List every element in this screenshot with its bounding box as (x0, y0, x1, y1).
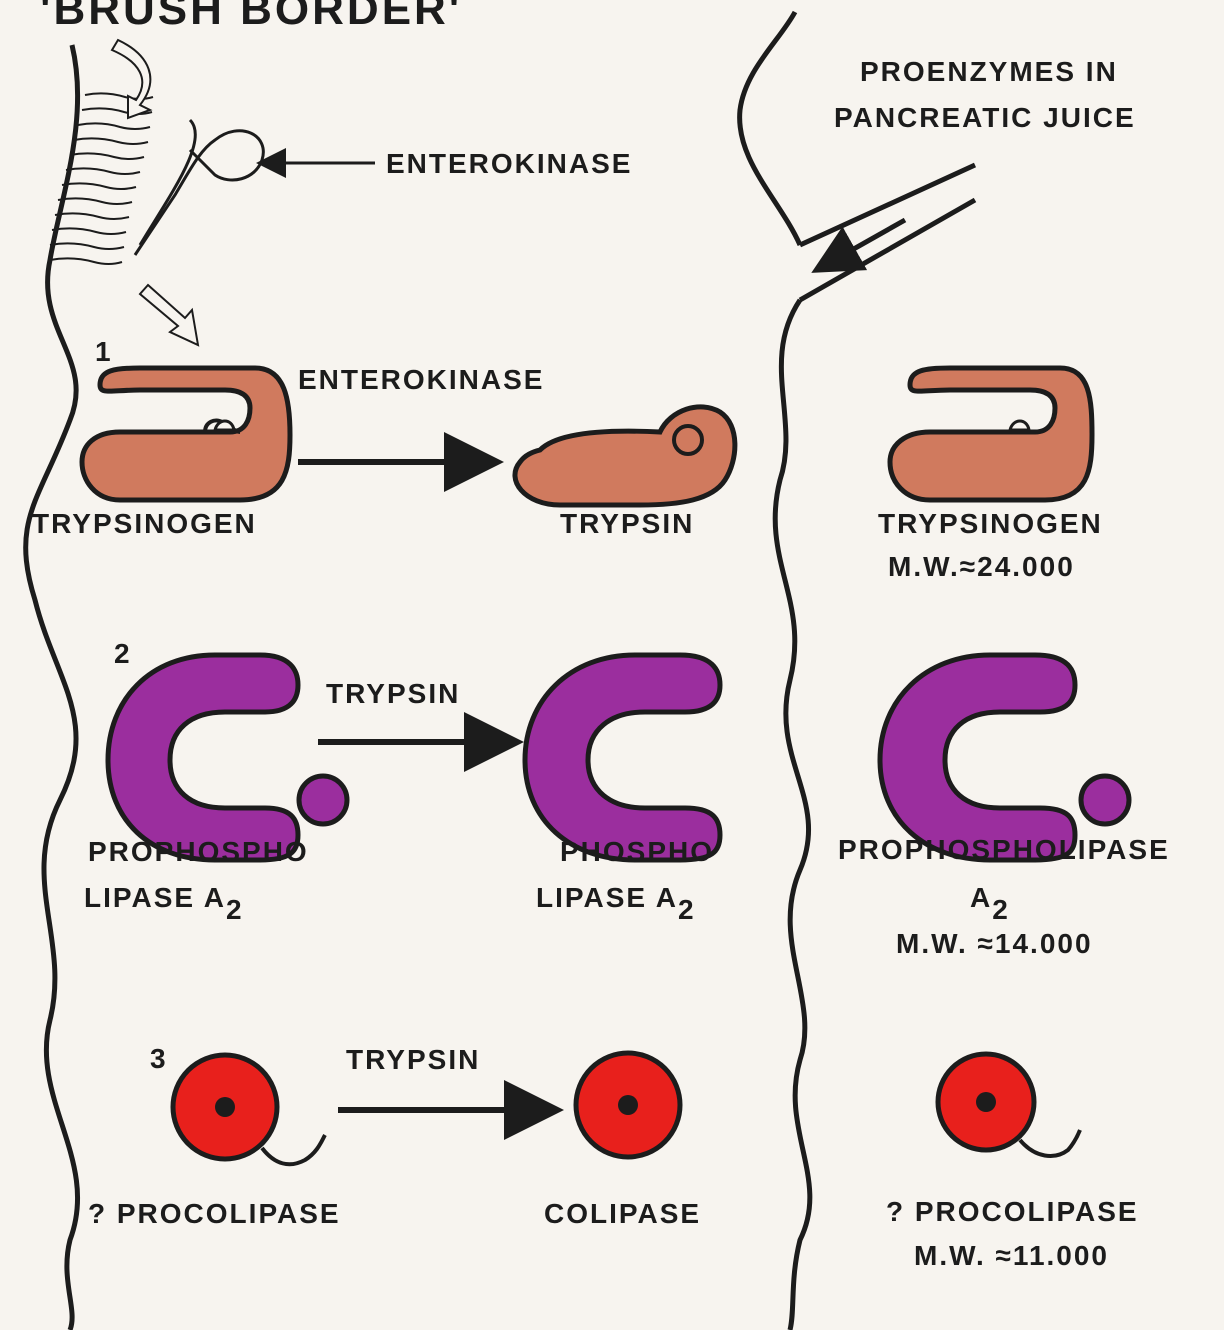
row2-middle-line1: PHOSPHO (560, 838, 714, 866)
row3-right-mw: M.W. ≈11.000 (914, 1242, 1109, 1270)
brush-border-title: 'BRUSH BORDER' (40, 0, 462, 32)
row2-left-line1: PROPHOSPHO (88, 838, 309, 866)
prophospholipase-shape-left (108, 655, 347, 860)
proenzymes-label-line1: PROENZYMES IN (860, 58, 1118, 86)
row2-right-line2: A2 (970, 884, 1008, 912)
hollow-arrow-out (140, 285, 198, 345)
procolipase-shape-left (173, 1055, 325, 1164)
row2-right-mw: M.W. ≈14.000 (896, 930, 1093, 958)
trypsin-shape-middle (515, 407, 735, 505)
row2-right-line1: PROPHOSPHOLIPASE (838, 836, 1170, 864)
row1-left-label: TRYPSINOGEN (32, 510, 257, 538)
row1-middle-label: TRYPSIN (560, 510, 694, 538)
row1-right-mw: M.W.≈24.000 (888, 553, 1075, 581)
intestinal-wall-right (775, 300, 810, 1330)
pancreatic-juice-arrow (820, 220, 905, 268)
row1-enzyme-label: ENTEROKINASE (298, 366, 544, 394)
row3-right-label: ? PROCOLIPASE (886, 1198, 1139, 1226)
intestinal-wall-left (26, 45, 78, 1330)
row3-enzyme-label: TRYPSIN (346, 1046, 480, 1074)
trypsinogen-shape-right (890, 368, 1092, 500)
row2-enzyme-label: TRYPSIN (326, 680, 460, 708)
enterokinase-label-top: ENTEROKINASE (386, 150, 632, 178)
prophospholipase-shape-right (880, 655, 1129, 860)
proenzymes-label-line2: PANCREATIC JUICE (834, 104, 1136, 132)
hollow-arrow-down (112, 40, 150, 118)
row2-number: 2 (114, 640, 130, 668)
row3-left-label: ? PROCOLIPASE (88, 1200, 341, 1228)
colipase-shape-middle (576, 1053, 680, 1157)
enterokinase-molecule-icon (135, 131, 263, 255)
row1-number: 1 (95, 338, 111, 366)
phospholipase-shape-middle (525, 655, 720, 860)
procolipase-shape-right (938, 1054, 1080, 1156)
trypsinogen-shape-left (82, 368, 290, 500)
row3-number: 3 (150, 1045, 166, 1073)
row2-left-line2: LIPASE A2 (84, 884, 242, 912)
row2-middle-line2: LIPASE A2 (536, 884, 694, 912)
row1-right-label: TRYPSINOGEN (878, 510, 1103, 538)
row3-middle-label: COLIPASE (544, 1200, 701, 1228)
duct-channel-line (800, 200, 975, 300)
enterokinase-stalk (140, 120, 195, 245)
